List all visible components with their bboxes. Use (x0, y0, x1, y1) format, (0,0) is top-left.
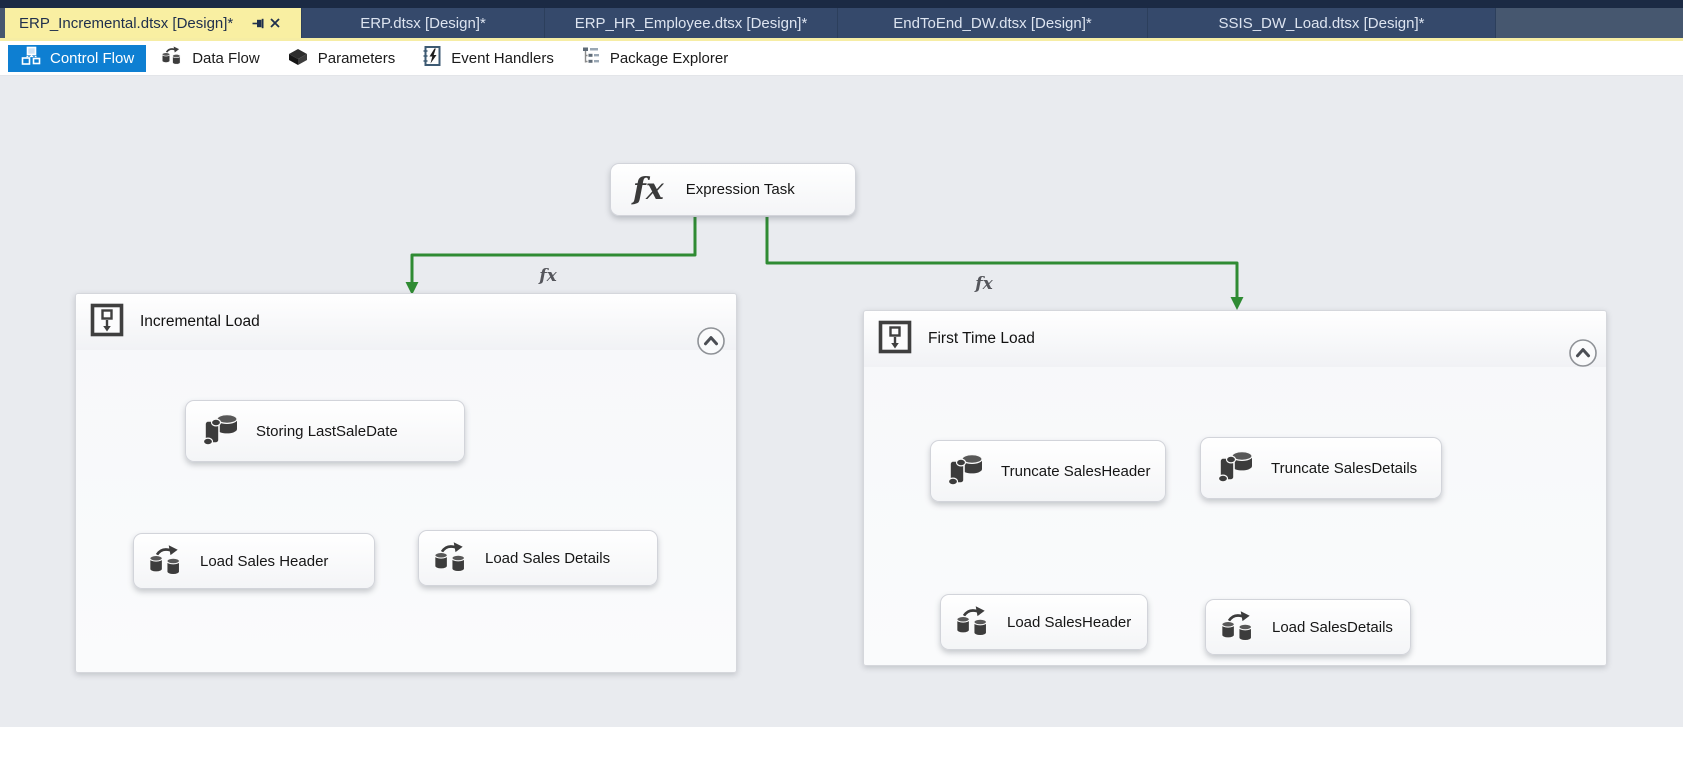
tab-control-flow[interactable]: Control Flow (8, 44, 147, 72)
toolbar-item-label: Event Handlers (451, 49, 554, 67)
toolbar-item-label: Parameters (317, 49, 396, 67)
toolbar-item-label: Package Explorer (609, 49, 729, 67)
container-header[interactable]: Incremental Load (76, 294, 736, 350)
tab-label: SSIS_DW_Load.dtsx [Design]* (1218, 14, 1425, 32)
tab-erp-hr-employee[interactable]: ERP_HR_Employee.dtsx [Design]* (545, 8, 838, 38)
task-expression-task[interactable]: fx Expression Task (610, 163, 856, 216)
container-incremental-load[interactable]: Incremental Load (75, 293, 737, 673)
surface-bottom-margin (0, 727, 1683, 780)
event-handlers-icon (421, 45, 443, 71)
task-label: Expression Task (685, 181, 795, 198)
data-flow-task-icon (1218, 609, 1258, 645)
task-storing-lastsaledate[interactable]: Storing LastSaleDate (185, 400, 465, 462)
tab-label: ERP_Incremental.dtsx [Design]* (19, 14, 234, 32)
task-label: Truncate SalesHeader (1001, 462, 1151, 480)
close-icon[interactable] (269, 17, 281, 29)
data-flow-task-icon (146, 543, 186, 579)
expression-constraint-fx-label: fx (975, 274, 993, 294)
tab-data-flow[interactable]: Data Flow (148, 45, 272, 72)
task-load-salesheader[interactable]: Load SalesHeader (940, 594, 1148, 650)
data-flow-task-icon (953, 604, 993, 640)
package-explorer-icon (580, 45, 602, 71)
tab-parameters[interactable]: Parameters (274, 45, 408, 72)
window-top-strip (0, 0, 1683, 8)
tab-erp[interactable]: ERP.dtsx [Design]* (302, 8, 545, 38)
tab-label: ERP_HR_Employee.dtsx [Design]* (574, 14, 808, 32)
container-header[interactable]: First Time Load (864, 311, 1606, 367)
control-flow-icon (20, 45, 42, 71)
collapse-button[interactable] (1568, 338, 1598, 368)
active-tab-underline (0, 38, 1683, 41)
task-load-sales-details[interactable]: Load Sales Details (418, 530, 658, 586)
pin-icon[interactable] (251, 16, 265, 30)
tab-package-explorer[interactable]: Package Explorer (568, 45, 740, 72)
task-label: Storing LastSaleDate (256, 422, 398, 440)
toolbar-item-label: Data Flow (192, 49, 260, 67)
toolbar-item-label: Control Flow (50, 49, 135, 67)
execute-sql-task-icon (1213, 446, 1257, 490)
task-label: Truncate SalesDetails (1271, 459, 1418, 477)
container-title: First Time Load (928, 330, 1035, 347)
fx-icon: fx (633, 172, 664, 207)
task-load-sales-header[interactable]: Load Sales Header (133, 533, 375, 589)
task-load-salesdetails[interactable]: Load SalesDetails (1205, 599, 1411, 655)
container-title: Incremental Load (140, 313, 260, 330)
tab-ssis-dw-load[interactable]: SSIS_DW_Load.dtsx [Design]* (1148, 8, 1496, 38)
tab-label: ERP.dtsx [Design]* (360, 14, 486, 32)
expression-constraint-fx-label: fx (539, 266, 557, 286)
sequence-container-icon (878, 320, 912, 359)
document-tab-bar: ERP_Incremental.dtsx [Design]* ERP.dtsx … (0, 8, 1683, 38)
task-truncate-salesheader[interactable]: Truncate SalesHeader (930, 440, 1166, 502)
tab-erp-incremental[interactable]: ERP_Incremental.dtsx [Design]* (5, 8, 302, 38)
data-flow-icon (160, 45, 184, 71)
task-truncate-salesdetails[interactable]: Truncate SalesDetails (1200, 437, 1442, 499)
tab-label: EndToEnd_DW.dtsx [Design]* (893, 14, 1092, 32)
collapse-button[interactable] (696, 326, 726, 356)
sequence-container-icon (90, 303, 124, 342)
task-label: Load Sales Details (485, 549, 611, 567)
execute-sql-task-icon (198, 409, 242, 453)
data-flow-task-icon (431, 540, 471, 576)
task-label: Load Sales Header (200, 552, 329, 570)
task-label: Load SalesHeader (1007, 613, 1132, 631)
tab-event-handlers[interactable]: Event Handlers (409, 45, 566, 72)
parameters-icon (286, 45, 310, 71)
tab-endtoend-dw[interactable]: EndToEnd_DW.dtsx [Design]* (838, 8, 1148, 38)
control-flow-design-surface[interactable]: fx fx fx Expression Task Incremental Loa… (0, 76, 1683, 780)
task-label: Load SalesDetails (1272, 618, 1393, 636)
designer-view-toolbar: Control Flow Data Flow Parameters Event … (0, 41, 1683, 76)
execute-sql-task-icon (943, 449, 987, 493)
